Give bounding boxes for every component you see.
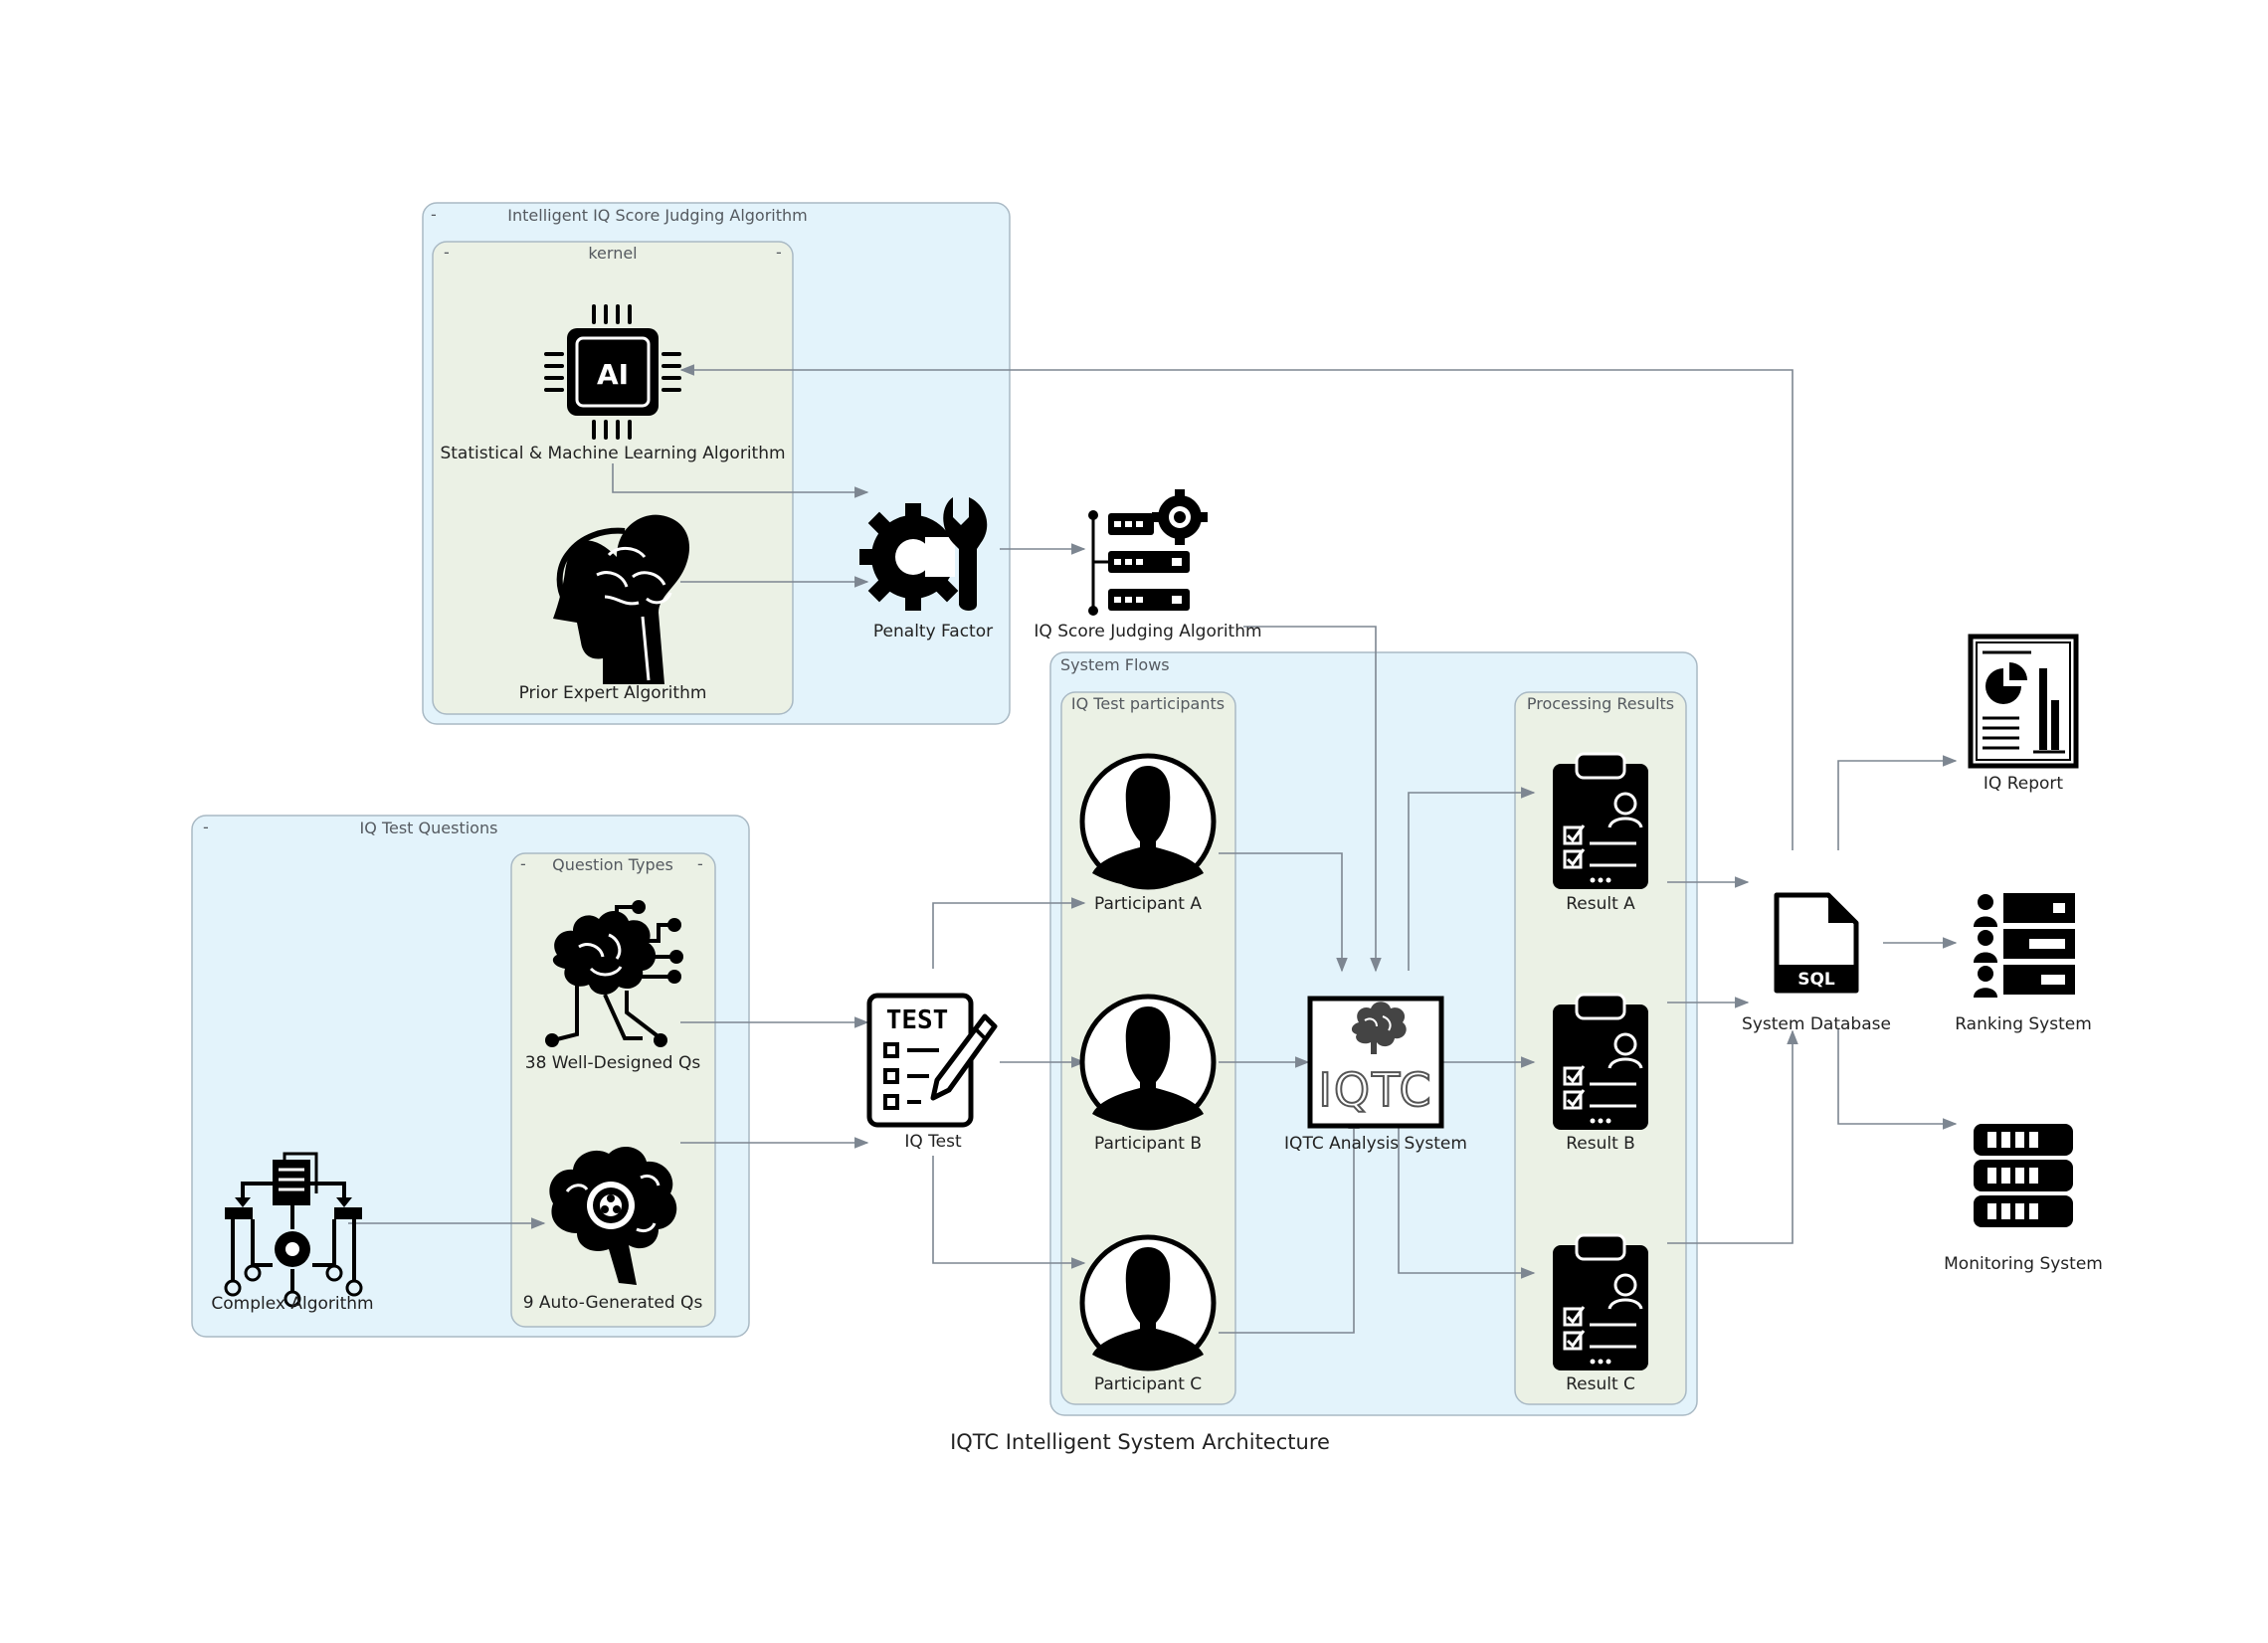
server-rack-icon bbox=[1974, 1124, 2073, 1227]
node-result-a[interactable]: Result A bbox=[1553, 752, 1648, 914]
node-label: Prior Expert Algorithm bbox=[519, 683, 707, 703]
node-label: Participant C bbox=[1094, 1374, 1202, 1394]
cluster-label-kernel: kernel bbox=[588, 244, 637, 263]
test-sheet-icon: TEST bbox=[866, 993, 998, 1128]
node-label: Monitoring System bbox=[1944, 1254, 2103, 1274]
svg-text:SQL: SQL bbox=[1797, 970, 1835, 990]
node-participant-a[interactable]: Participant A bbox=[1079, 753, 1217, 914]
collapse-marker[interactable]: - bbox=[776, 243, 782, 262]
node-9-auto-generated-qs[interactable]: 9 Auto-Generated Qs bbox=[523, 1147, 703, 1313]
edge-db-to-statml bbox=[679, 364, 1794, 850]
ranking-server-icon bbox=[1974, 893, 2075, 998]
sql-file-icon: SQL bbox=[1774, 892, 1859, 994]
clipboard-checklist-icon bbox=[1553, 993, 1648, 1130]
cluster-label-judging: Intelligent IQ Score Judging Algorithm bbox=[507, 206, 807, 225]
node-prior-expert-algorithm[interactable]: Prior Expert Algorithm bbox=[519, 514, 707, 703]
node-38-well-designed-qs[interactable]: 38 Well-Designed Qs bbox=[525, 900, 701, 1073]
collapse-marker[interactable]: - bbox=[444, 243, 450, 262]
node-label: IQ Report bbox=[1984, 774, 2063, 794]
edges bbox=[348, 364, 1958, 1334]
gear-wrench-icon bbox=[859, 497, 988, 611]
user-avatar-icon bbox=[1079, 994, 1217, 1131]
edge-judging-to-analysis bbox=[1243, 626, 1382, 973]
node-label: System Database bbox=[1742, 1014, 1891, 1034]
edge-iqtest-to-participant-a bbox=[932, 897, 1086, 969]
brain-gear-icon bbox=[549, 1147, 677, 1285]
brain-network-icon bbox=[545, 900, 683, 1047]
edge-db-to-monitoring bbox=[1837, 1029, 1958, 1130]
server-gear-icon bbox=[1088, 489, 1208, 616]
node-system-database[interactable]: SQL System Database bbox=[1742, 892, 1891, 1034]
edge-participant-c-to-analysis bbox=[1219, 1114, 1360, 1334]
node-statistical-ml-algorithm[interactable]: AI Statistical & Machine Learning Algori… bbox=[440, 304, 786, 463]
node-label: 38 Well-Designed Qs bbox=[525, 1053, 701, 1073]
cluster-label-processing: Processing Results bbox=[1527, 694, 1674, 713]
node-result-b[interactable]: Result B bbox=[1553, 993, 1648, 1154]
node-label: Complex Algorithm bbox=[211, 1294, 373, 1314]
node-iq-score-judging-algorithm[interactable]: IQ Score Judging Algorithm bbox=[1034, 489, 1262, 641]
collapse-marker[interactable]: - bbox=[203, 818, 209, 836]
collapse-marker[interactable]: - bbox=[431, 205, 437, 224]
node-penalty-factor[interactable]: Penalty Factor bbox=[859, 497, 993, 641]
node-label: Penalty Factor bbox=[873, 622, 993, 641]
flowchart-icon bbox=[224, 1152, 363, 1308]
svg-text:AI: AI bbox=[597, 358, 629, 391]
node-label: Result C bbox=[1566, 1374, 1635, 1394]
iqtc-logo-icon: IQTC bbox=[1307, 996, 1444, 1129]
cluster-label-question-types: Question Types bbox=[552, 855, 673, 874]
user-avatar-icon bbox=[1079, 753, 1217, 890]
cluster-label-system-flows: System Flows bbox=[1060, 655, 1170, 674]
node-iqtc-analysis-system[interactable]: IQTC IQTC Analysis System bbox=[1284, 996, 1467, 1154]
node-label: Ranking System bbox=[1955, 1014, 2092, 1034]
collapse-marker[interactable]: - bbox=[520, 854, 526, 873]
node-monitoring-system[interactable]: Monitoring System bbox=[1944, 1124, 2103, 1274]
edge-analysis-to-result-a bbox=[1408, 787, 1536, 971]
node-label: Participant B bbox=[1094, 1134, 1202, 1154]
node-complex-algorithm[interactable]: Complex Algorithm bbox=[211, 1152, 374, 1314]
collapse-marker[interactable]: - bbox=[697, 854, 703, 873]
node-participant-b[interactable]: Participant B bbox=[1079, 994, 1217, 1154]
node-ranking-system[interactable]: Ranking System bbox=[1955, 893, 2092, 1034]
node-label: IQ Score Judging Algorithm bbox=[1034, 622, 1261, 641]
svg-text:IQTC: IQTC bbox=[1318, 1063, 1432, 1117]
cluster-label-questions: IQ Test Questions bbox=[360, 819, 498, 837]
node-iq-report[interactable]: IQ Report bbox=[1968, 634, 2079, 794]
node-label: Statistical & Machine Learning Algorithm bbox=[440, 444, 785, 463]
edge-iqtest-to-participant-c bbox=[932, 1156, 1086, 1269]
user-avatar-icon bbox=[1079, 1234, 1217, 1371]
node-result-c[interactable]: Result C bbox=[1553, 1233, 1648, 1394]
clipboard-checklist-icon bbox=[1553, 1233, 1648, 1370]
edge-participant-a-to-analysis bbox=[1219, 852, 1348, 973]
node-label: IQ Test bbox=[904, 1132, 962, 1152]
ai-chip-icon: AI bbox=[544, 304, 681, 440]
head-brain-icon bbox=[553, 514, 690, 684]
edge-db-to-iq-report bbox=[1837, 755, 1958, 850]
clipboard-checklist-icon bbox=[1553, 752, 1648, 889]
node-label: 9 Auto-Generated Qs bbox=[523, 1293, 703, 1313]
report-document-icon bbox=[1968, 634, 2079, 769]
node-label: Result A bbox=[1566, 894, 1635, 914]
node-label: IQTC Analysis System bbox=[1284, 1134, 1467, 1154]
node-iq-test[interactable]: TEST IQ Test bbox=[866, 993, 998, 1152]
diagram-title: IQTC Intelligent System Architecture bbox=[950, 1430, 1330, 1454]
edge-analysis-to-result-c bbox=[1398, 1116, 1536, 1279]
svg-text:TEST: TEST bbox=[886, 1005, 949, 1035]
edge-statml-to-penalty bbox=[612, 463, 869, 498]
node-label: Participant A bbox=[1094, 894, 1202, 914]
cluster-label-participants: IQ Test participants bbox=[1071, 694, 1225, 713]
edge-result-c-to-db bbox=[1667, 1029, 1798, 1244]
node-participant-c[interactable]: Participant C bbox=[1079, 1234, 1217, 1394]
node-label: Result B bbox=[1566, 1134, 1635, 1154]
